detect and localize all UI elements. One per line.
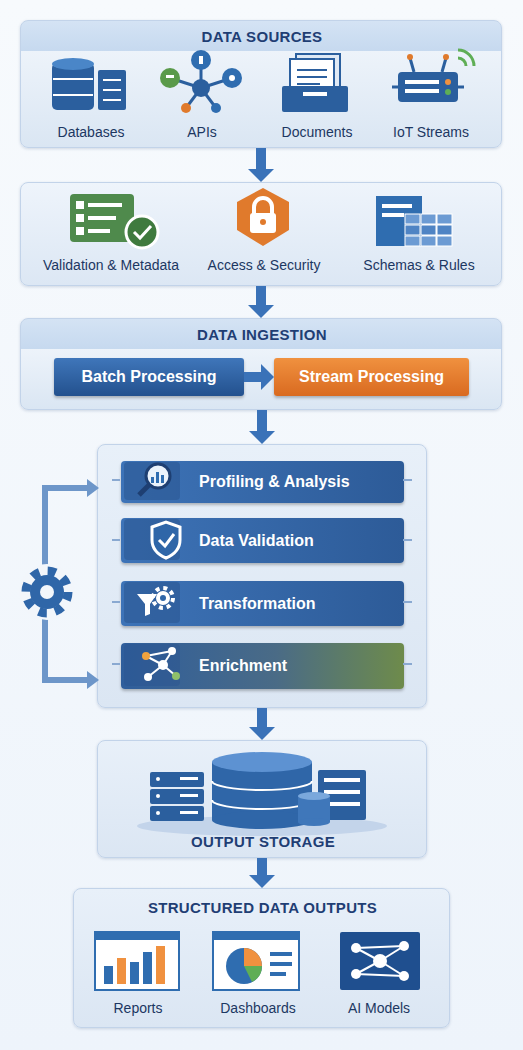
source-label: IoT Streams (376, 124, 486, 140)
step-bar: Data Validation (121, 518, 404, 563)
arrow-head (249, 727, 275, 740)
arrow-shaft (256, 148, 266, 170)
output-label: Reports (78, 1000, 198, 1016)
flow-arrow (249, 708, 275, 740)
storage-panel: OUTPUT STORAGE (97, 740, 427, 858)
outputs-panel: STRUCTURED DATA OUTPUTS ReportsDashboards… (73, 888, 450, 1028)
gear-icon (40, 585, 54, 599)
process-box: Stream Processing (274, 358, 469, 396)
panel-title: STRUCTURED DATA OUTPUTS (74, 899, 451, 916)
arrow-head (248, 305, 274, 318)
governance-label: Validation & Metadata (26, 257, 196, 273)
step-label: Enrichment (199, 657, 287, 675)
flow-arrow (249, 858, 275, 888)
arrow-shaft (256, 286, 266, 306)
arrow-head (248, 169, 274, 182)
output-label: AI Models (319, 1000, 439, 1016)
governance-band: Validation & MetadataAccess & SecuritySc… (20, 182, 502, 286)
arrow-shaft (257, 410, 267, 432)
gear-icon (26, 571, 68, 613)
arrow-shaft (257, 858, 267, 876)
step-label: Data Validation (199, 532, 314, 550)
gear-icon (30, 575, 64, 609)
governance-label: Schemas & Rules (339, 257, 499, 273)
source-label: APIs (147, 124, 257, 140)
band-title: DATA INGESTION (21, 326, 503, 343)
source-label: Documents (262, 124, 372, 140)
flow-arrow (248, 148, 274, 182)
ingestion-band: DATA INGESTION Batch Processing Stream Pro… (20, 318, 502, 410)
source-band: DATA SOURCES DatabasesAPIs DocumentsIoT St… (20, 20, 502, 148)
process-label: Stream Processing (299, 368, 444, 386)
arrow-shaft (257, 708, 267, 728)
flow-arrow (249, 410, 275, 444)
governance-label: Access & Security (184, 257, 344, 273)
feedback-loop (45, 479, 99, 689)
feedback-loop (45, 488, 90, 680)
gear-icon (19, 564, 75, 620)
flow-arrow (248, 286, 274, 318)
gear-icon (19, 564, 75, 620)
step-label: Transformation (199, 595, 315, 613)
process-label: Batch Processing (81, 368, 216, 386)
step-bar: Transformation (121, 581, 404, 626)
step-bar: Profiling & Analysis (121, 461, 404, 503)
arrow-head (249, 875, 275, 888)
processing-panel: Profiling & AnalysisData ValidationTrans… (97, 444, 427, 708)
panel-title: OUTPUT STORAGE (98, 833, 428, 850)
process-box: Batch Processing (54, 358, 244, 396)
output-label: Dashboards (198, 1000, 318, 1016)
arrow-head (249, 431, 275, 444)
step-bar: Enrichment (121, 643, 404, 689)
source-label: Databases (36, 124, 146, 140)
step-label: Profiling & Analysis (199, 473, 350, 491)
band-title: DATA SOURCES (21, 28, 503, 45)
